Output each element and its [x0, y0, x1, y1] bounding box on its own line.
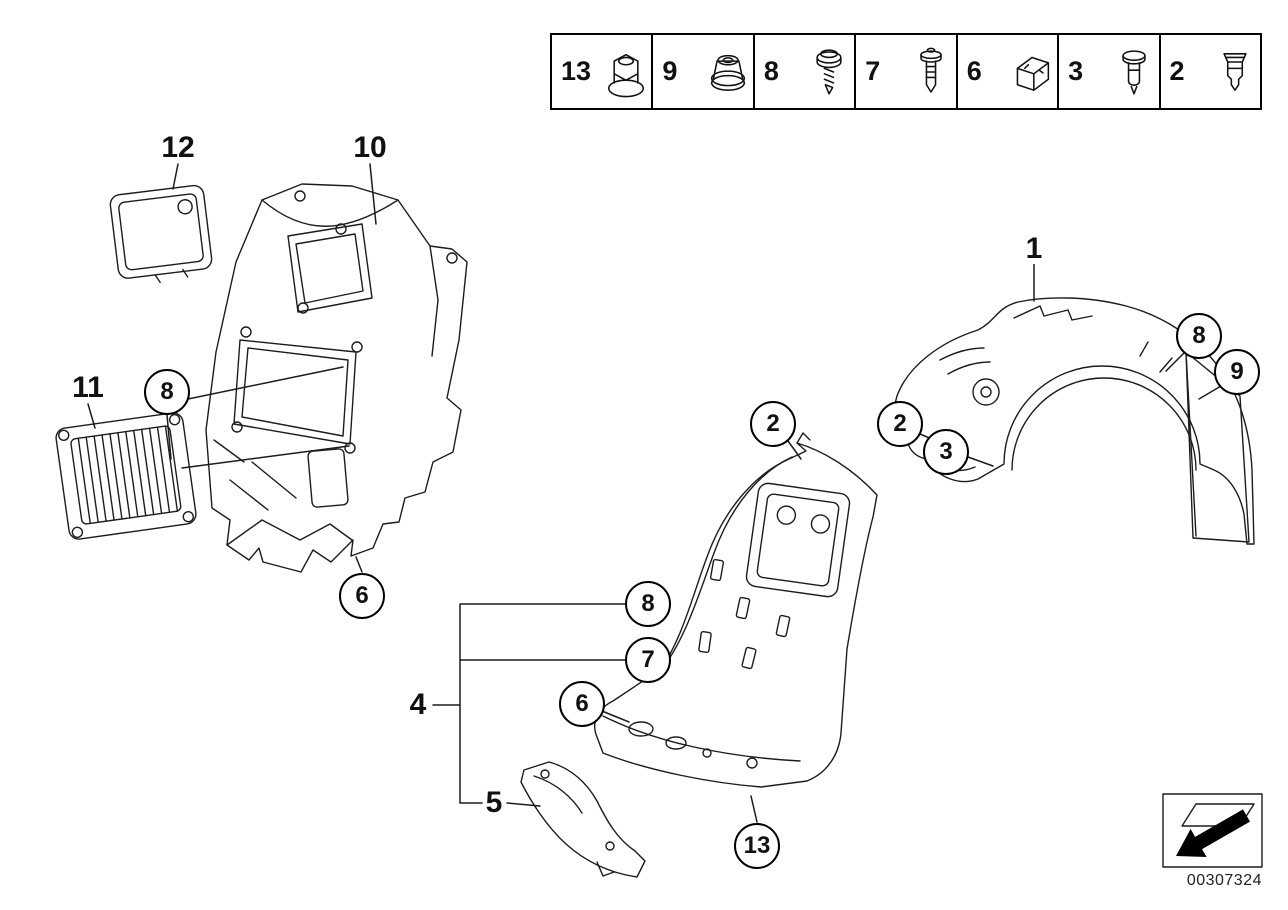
callout-2-rear[interactable]: 2: [877, 401, 923, 447]
callout-number: 3: [939, 438, 953, 465]
part-label-10[interactable]: 10: [351, 131, 389, 164]
spring-clip-icon: [1016, 56, 1050, 91]
fastener-number: 13: [561, 56, 592, 86]
callout-number: 13: [743, 832, 771, 859]
part-12-cover-drawing[interactable]: [109, 184, 214, 287]
fastener-cell-9[interactable]: 9: [653, 35, 755, 108]
callout-number: 9: [1230, 358, 1244, 385]
fastener-number: 2: [1169, 56, 1185, 86]
part-11-vent-grille-drawing[interactable]: [55, 412, 197, 541]
callout-number: 8: [641, 590, 655, 617]
part-label-1[interactable]: 1: [1023, 232, 1045, 265]
fastener-cell-6[interactable]: 6: [958, 35, 1060, 108]
washer-screw-icon: [816, 48, 842, 95]
part-label-11[interactable]: 11: [70, 371, 106, 404]
part-5-cover-strip-drawing[interactable]: [520, 761, 646, 878]
callout-6-underpan[interactable]: 6: [559, 681, 605, 727]
callout-9-rear[interactable]: 9: [1214, 349, 1260, 395]
callout-number: 6: [355, 582, 369, 609]
part-label-4[interactable]: 4: [407, 688, 429, 721]
fastener-cell-7[interactable]: 7: [856, 35, 958, 108]
fastener-number: 9: [662, 56, 678, 86]
callout-number: 7: [641, 646, 655, 673]
fastener-legend-strip: 13 9 8: [550, 33, 1262, 110]
leader-lines: [87, 163, 1222, 823]
fastener-cell-2[interactable]: 2: [1161, 35, 1260, 108]
part-label-5[interactable]: 5: [483, 786, 505, 819]
callout-13-front[interactable]: 13: [734, 823, 780, 869]
fastener-number: 7: [865, 56, 881, 86]
callout-2-front-liner[interactable]: 2: [750, 401, 796, 447]
fastener-cell-8[interactable]: 8: [755, 35, 857, 108]
hex-nut-icon: [608, 53, 645, 97]
part-label-12[interactable]: 12: [159, 131, 197, 164]
blind-rivet-icon: [1121, 49, 1146, 95]
fastener-number: 8: [763, 56, 779, 86]
expanding-nut-icon: [1223, 52, 1247, 91]
flange-nut-icon: [710, 54, 745, 91]
diagram-number: 00307324: [1186, 872, 1262, 889]
direction-of-travel-icon: [1162, 793, 1263, 868]
callout-6-panel[interactable]: 6: [339, 573, 385, 619]
callout-3-rear[interactable]: 3: [923, 429, 969, 475]
callout-number: 8: [1192, 322, 1206, 349]
fastener-number: 6: [966, 56, 982, 86]
callout-number: 8: [160, 378, 174, 405]
fastener-number: 3: [1068, 56, 1084, 86]
expansion-rivet-icon: [919, 47, 942, 93]
callout-8-front[interactable]: 8: [625, 581, 671, 627]
callout-number: 6: [575, 690, 589, 717]
callout-7-front[interactable]: 7: [625, 637, 671, 683]
part-10-trim-panel-drawing[interactable]: [205, 183, 468, 573]
fastener-cell-3[interactable]: 3: [1059, 35, 1161, 108]
part-2-front-wheel-arch-liner-drawing[interactable]: [594, 432, 878, 788]
callout-8-grille[interactable]: 8: [144, 369, 190, 415]
fastener-cell-13[interactable]: 13: [552, 35, 654, 108]
callout-number: 2: [893, 410, 907, 437]
callout-number: 2: [766, 410, 780, 437]
callout-8-rear[interactable]: 8: [1176, 313, 1222, 359]
